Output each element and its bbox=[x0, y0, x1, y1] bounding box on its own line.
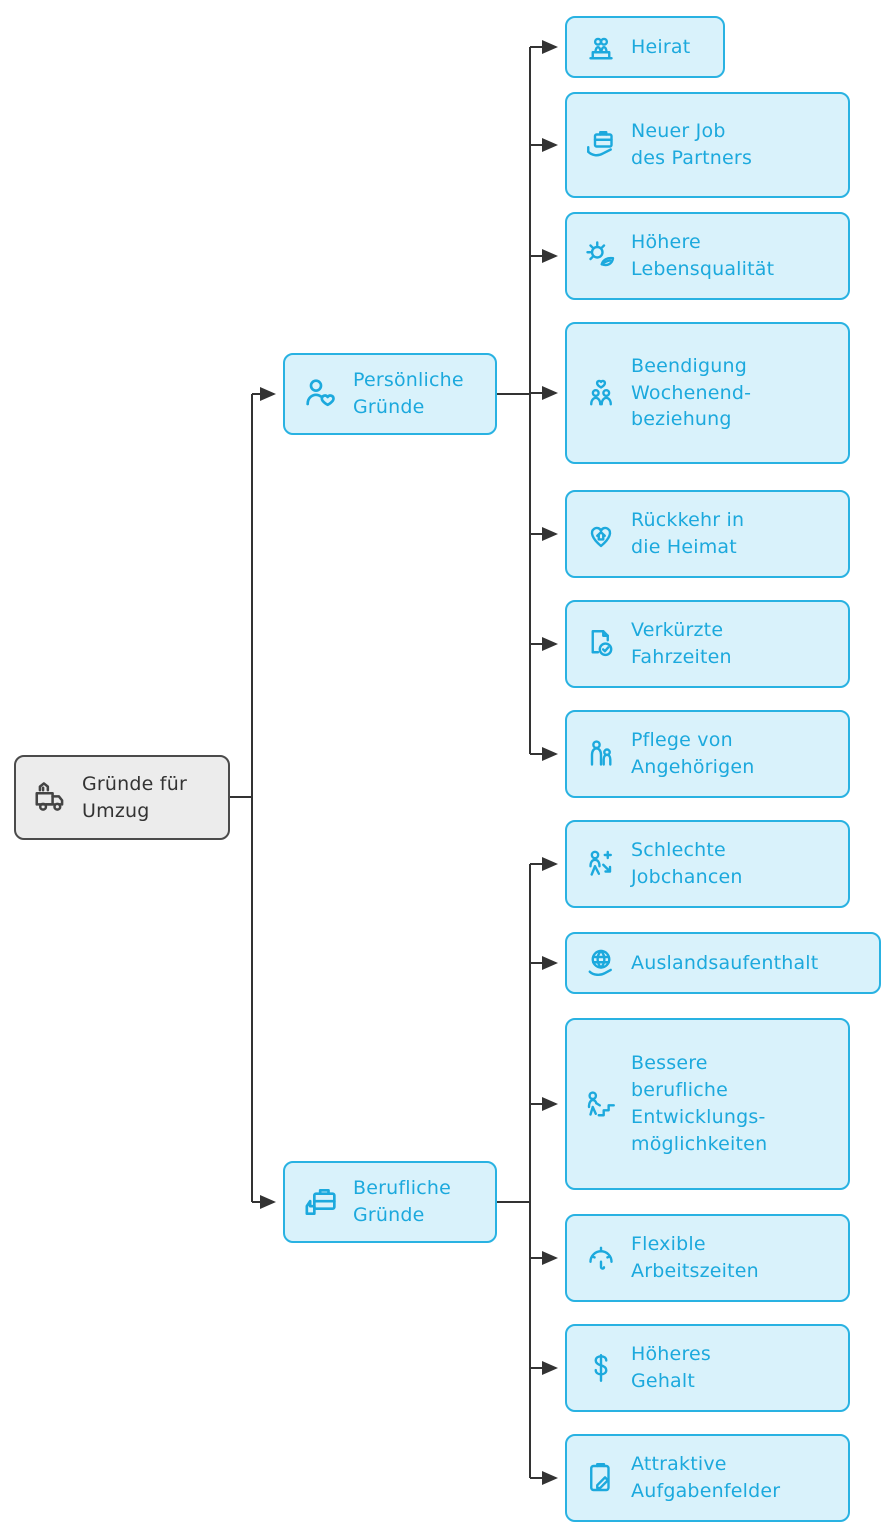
branch-label: Berufliche Gründe bbox=[353, 1177, 452, 1226]
leaf-label: Höheres Gehalt bbox=[631, 1343, 712, 1392]
root-label: Gründe für Umzug bbox=[82, 772, 187, 822]
leaf-label: Attraktive Aufgabenfelder bbox=[631, 1453, 781, 1502]
leaf-neuer-job-des-partners: Neuer Job des Partners bbox=[565, 92, 850, 198]
briefcase-thumbs-up-icon bbox=[301, 1182, 341, 1222]
family-heart-icon bbox=[583, 375, 619, 411]
leaf-label: Flexible Arbeitszeiten bbox=[631, 1233, 759, 1282]
leaf-label: Neuer Job des Partners bbox=[631, 120, 753, 169]
leaf-label: Heirat bbox=[631, 35, 691, 58]
sun-leaf-icon bbox=[583, 238, 619, 274]
wedding-couple-icon bbox=[583, 29, 619, 65]
briefcase-hand-icon bbox=[583, 127, 619, 163]
leaf-label: Auslandsaufenthalt bbox=[631, 951, 819, 974]
leaf-flexible-arbeitszeiten: Flexible Arbeitszeiten bbox=[565, 1214, 850, 1302]
leaf-label: Schlechte Jobchancen bbox=[631, 839, 743, 888]
leaf-pflege-von-angehoerigen: Pflege von Angehörigen bbox=[565, 710, 850, 798]
leaf-auslandsaufenthalt: Auslandsaufenthalt bbox=[565, 932, 881, 994]
dollar-icon bbox=[583, 1350, 619, 1386]
leaf-hoeheres-gehalt: Höheres Gehalt bbox=[565, 1324, 850, 1412]
leaf-attraktive-aufgabenfelder: Attraktive Aufgabenfelder bbox=[565, 1434, 850, 1522]
poor-job-chances-icon bbox=[583, 846, 619, 882]
caregiving-icon bbox=[583, 736, 619, 772]
leaf-label: Rückkehr in die Heimat bbox=[631, 509, 745, 558]
leaf-beendigung-wochenendbeziehung: Beendigung Wochenend- beziehung bbox=[565, 322, 850, 464]
leaf-label: Höhere Lebensqualität bbox=[631, 231, 775, 280]
leaf-label: Bessere berufliche Entwicklungs- möglich… bbox=[631, 1052, 768, 1155]
leaf-label: Beendigung Wochenend- beziehung bbox=[631, 354, 752, 431]
leaf-hoehere-lebensqualitaet: Höhere Lebensqualität bbox=[565, 212, 850, 300]
leaf-label: Pflege von Angehörigen bbox=[631, 729, 755, 778]
branch-berufliche-gruende: Berufliche Gründe bbox=[283, 1161, 497, 1243]
career-growth-icon bbox=[583, 1086, 619, 1122]
person-heart-icon bbox=[301, 374, 341, 414]
leaf-rueckkehr-in-die-heimat: Rückkehr in die Heimat bbox=[565, 490, 850, 578]
clipboard-pencil-icon bbox=[583, 1460, 619, 1496]
flexible-hours-icon bbox=[583, 1240, 619, 1276]
leaf-heirat: Heirat bbox=[565, 16, 725, 78]
leaf-bessere-berufliche-entwicklungsmoeglichkeiten: Bessere berufliche Entwicklungs- möglich… bbox=[565, 1018, 850, 1190]
leaf-schlechte-jobchancen: Schlechte Jobchancen bbox=[565, 820, 850, 908]
leaf-verkuerzte-fahrzeiten: Verkürzte Fahrzeiten bbox=[565, 600, 850, 688]
document-clock-icon bbox=[583, 626, 619, 662]
moving-truck-icon bbox=[32, 779, 70, 817]
branch-persoenliche-gruende: Persönliche Gründe bbox=[283, 353, 497, 435]
root-node-gruende-fuer-umzug: Gründe für Umzug bbox=[14, 755, 230, 840]
leaf-label: Verkürzte Fahrzeiten bbox=[631, 619, 732, 668]
globe-hand-icon bbox=[583, 945, 619, 981]
branch-label: Persönliche Gründe bbox=[353, 369, 464, 418]
heart-home-icon bbox=[583, 516, 619, 552]
